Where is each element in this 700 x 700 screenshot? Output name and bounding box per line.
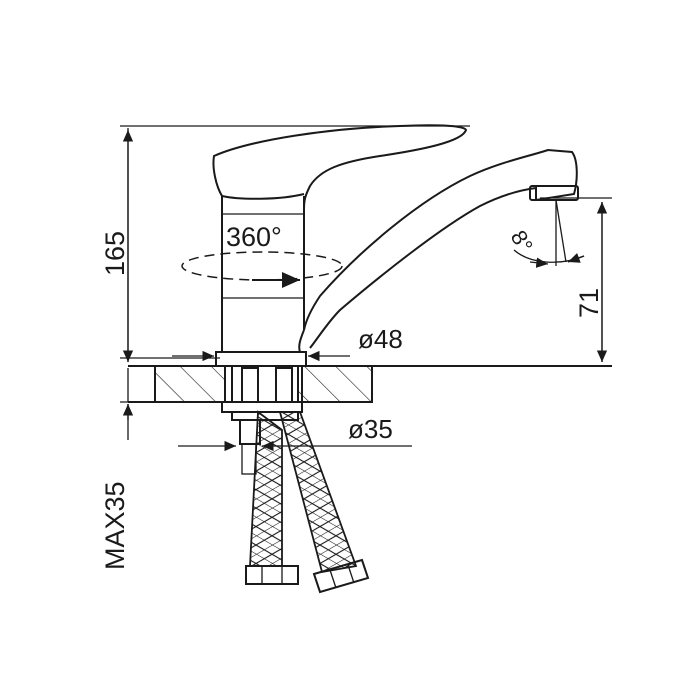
counter-slab: [128, 365, 612, 403]
spout-angle-label: 8°: [506, 226, 538, 257]
rotation-label: 360°: [226, 222, 282, 252]
hose-nuts: [245, 558, 370, 594]
faucet-spout: [298, 148, 579, 353]
spout-height-dimension: [540, 197, 612, 362]
braided-hoses: [249, 410, 358, 574]
height-label: 165: [100, 231, 130, 276]
max-thickness-dimension: [120, 368, 226, 440]
spout-height-label: 71: [574, 288, 604, 318]
spout-angle: [513, 199, 585, 268]
shank-diameter-label: ø35: [348, 414, 393, 444]
height-dimension: [120, 125, 470, 362]
rotation-symbol: [181, 251, 343, 288]
max-thickness-label: MAX35: [100, 481, 130, 570]
base-diameter-label: ø48: [358, 324, 403, 354]
